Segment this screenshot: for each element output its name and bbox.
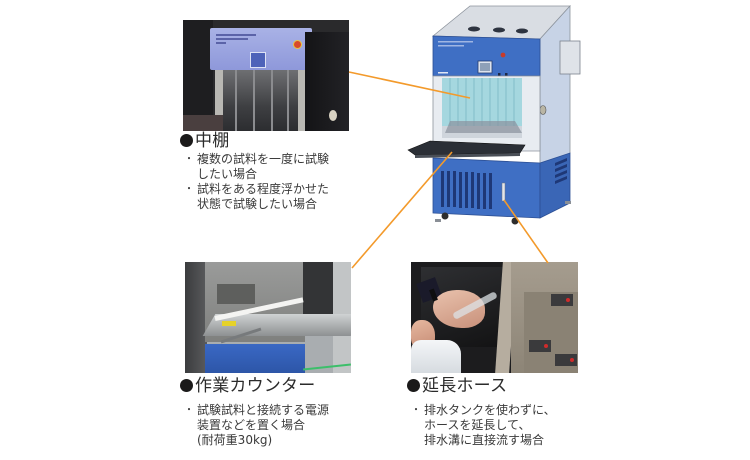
frame <box>298 70 305 131</box>
test-chamber-illustration <box>407 4 581 225</box>
feature-title-middle-shelf: 中棚 <box>180 131 229 151</box>
bullet-line: 試料をある程度浮かせた <box>197 182 330 196</box>
panel-label <box>216 34 256 36</box>
shelf-bar <box>287 70 289 131</box>
chamber-window <box>223 70 298 131</box>
shelf-bar <box>271 70 273 131</box>
feature-bullets-middle-shelf: 複数の試料を一度に試験 したい場合 試料をある程度浮かせた 状態で試験したい場合 <box>184 152 330 212</box>
bullet-dot-icon <box>180 379 193 392</box>
extension-hose-photo <box>411 262 578 373</box>
shelf-bar <box>235 70 237 131</box>
drain-jug <box>411 340 461 373</box>
middle-shelf <box>445 121 522 133</box>
feature-bullets-extension-hose: 排水タンクを使わずに、 ホースを延長して、 排水溝に直接流す場合 <box>411 403 556 448</box>
door-knob-icon <box>329 110 337 121</box>
port-icon <box>468 26 480 32</box>
feature-title-text: 作業カウンター <box>195 376 316 396</box>
side-box <box>559 40 581 75</box>
bullet-line: 装置などを置く場合 <box>197 418 306 432</box>
photo-background <box>185 262 207 373</box>
bullet-dot-icon <box>407 379 420 392</box>
caster-icon <box>511 217 519 225</box>
port-icon <box>516 28 528 34</box>
chamber-door <box>305 32 349 131</box>
control-panel <box>210 28 312 70</box>
hose-port <box>501 182 506 202</box>
bullet-item: 試験試料と接続する電源 装置などを置く場合 (耐荷重30kg) <box>184 403 330 448</box>
feature-title-work-counter: 作業カウンター <box>180 376 315 396</box>
touch-screen <box>250 52 266 68</box>
bullet-line: 排水溝に直接流す場合 <box>424 433 545 447</box>
feature-bullets-work-counter: 試験試料と接続する電源 装置などを置く場合 (耐荷重30kg) <box>184 403 330 448</box>
bullet-dot-icon <box>180 134 193 147</box>
caster-icon <box>441 212 449 220</box>
bullet-line: 複数の試料を一度に試験 <box>197 152 330 166</box>
bullet-line: 状態で試験したい場合 <box>197 197 318 211</box>
equipment <box>217 284 255 304</box>
feature-title-extension-hose: 延長ホース <box>407 376 507 396</box>
photo-background <box>303 262 333 322</box>
panel-label <box>216 42 226 44</box>
warning-label <box>222 321 236 326</box>
shelf-bar <box>253 70 255 131</box>
switch-icon <box>551 294 573 306</box>
emergency-stop-icon <box>500 52 506 58</box>
port-icon <box>539 105 547 115</box>
feature-title-text: 中棚 <box>195 131 230 151</box>
bullet-item: 試料をある程度浮かせた 状態で試験したい場合 <box>184 182 330 212</box>
photo-background <box>183 115 223 131</box>
bullet-line: (耐荷重30kg) <box>197 433 273 447</box>
feature-title-text: 延長ホース <box>422 376 508 396</box>
photo-background <box>183 20 213 131</box>
switch-icon <box>529 340 551 352</box>
bullet-item: 排水タンクを使わずに、 ホースを延長して、 排水溝に直接流す場合 <box>411 403 556 448</box>
panel-label <box>216 38 248 40</box>
middle-shelf-photo <box>183 20 349 131</box>
switch-icon <box>555 354 577 366</box>
bullet-line: 排水タンクを使わずに、 <box>424 403 556 417</box>
bullet-line: したい場合 <box>197 167 258 181</box>
frame <box>215 70 223 131</box>
port-icon <box>493 27 505 33</box>
bullet-item: 複数の試料を一度に試験 したい場合 <box>184 152 330 182</box>
work-counter-photo <box>185 262 351 373</box>
bullet-line: 試験試料と接続する電源 <box>197 403 330 417</box>
bullet-line: ホースを延長して、 <box>424 418 531 432</box>
machine-base <box>205 344 305 373</box>
emergency-stop-icon <box>293 40 302 49</box>
